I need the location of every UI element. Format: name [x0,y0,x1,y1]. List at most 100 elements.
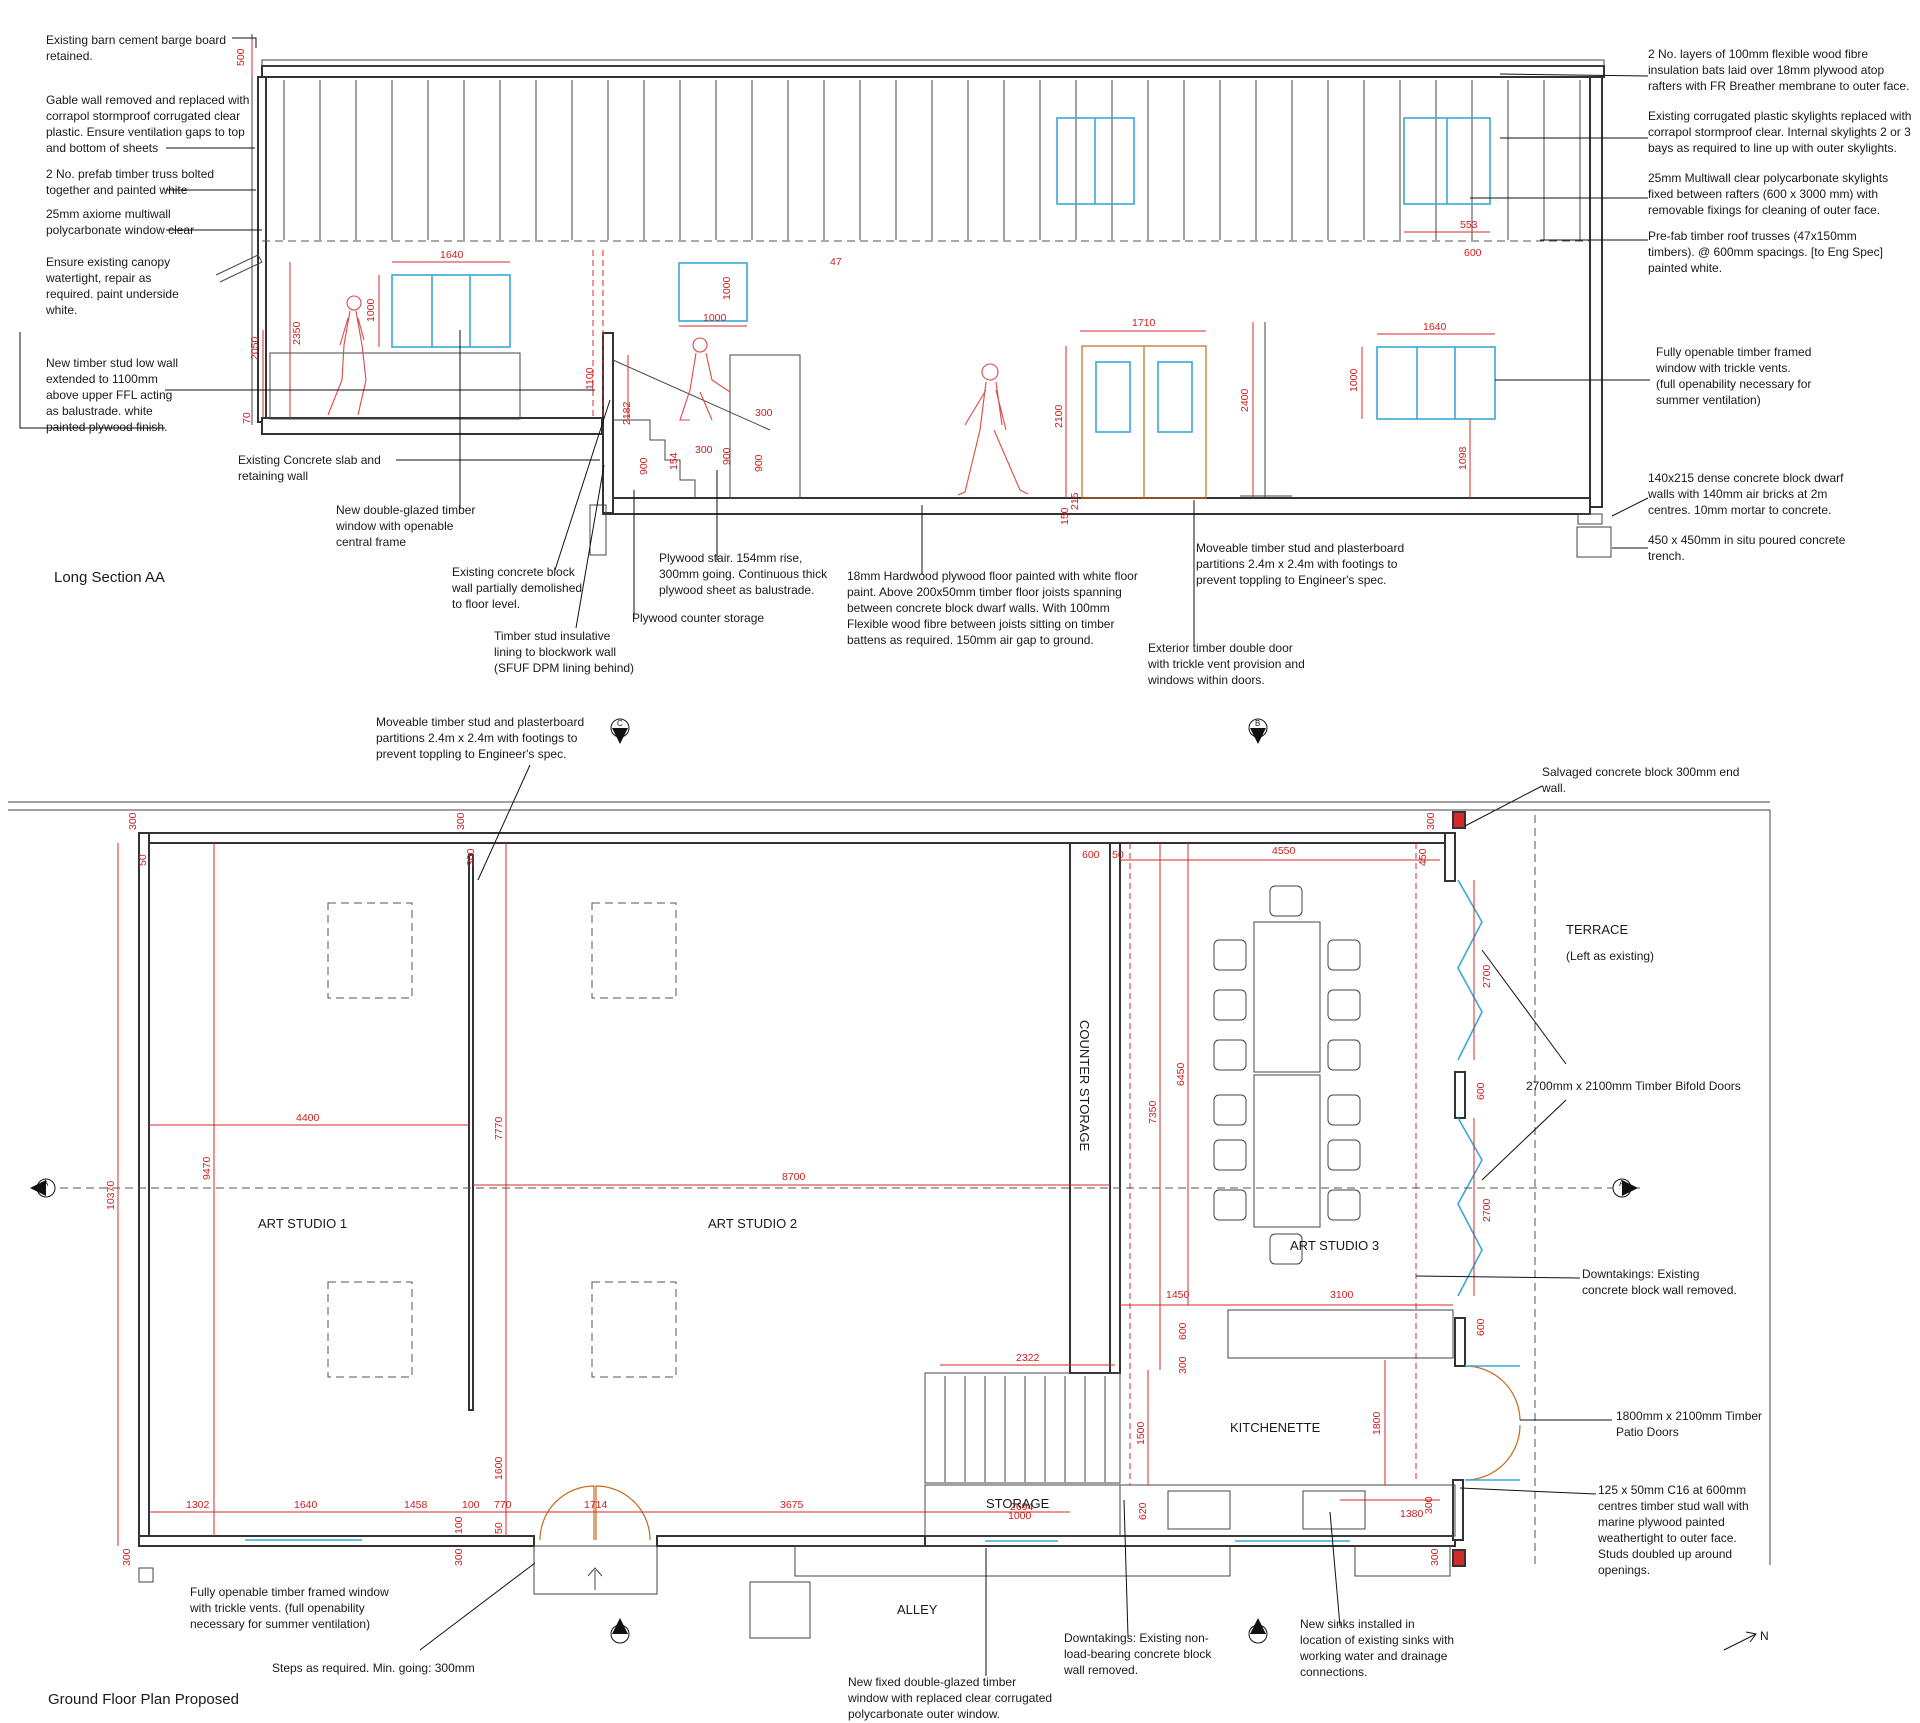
dim-label: 50 [137,854,149,866]
alley-wall [794,1545,1231,1577]
dim-label: 1450 [1166,1289,1190,1301]
section-marker-b-top: B [1248,718,1268,744]
kitchen-counter [1119,1484,1456,1537]
bifold-door-2 [1457,1117,1483,1297]
dining-table-1 [1253,921,1321,1073]
door-leaf-glass-right [1157,361,1193,433]
scale-figure-2 [679,337,731,421]
dim-label: 47 [830,256,842,268]
stair-plan [924,1372,1121,1484]
plan-geometry [8,801,1771,1639]
scale-figure-3 [957,363,1029,496]
dining-chair [1327,989,1361,1021]
entrance-door-leaf-1 [539,1485,595,1541]
dim-label: 6450 [1175,1062,1187,1086]
north-wall [138,832,1456,844]
dim-label: 2400 [1239,388,1251,412]
east-wall-mid-2 [1454,1317,1466,1367]
dim-label: 1302 [186,1499,210,1511]
dim-label: 1800 [1371,1411,1383,1435]
note-bifold-doors: 2700mm x 2100mm Timber Bifold Doors [1526,1079,1741,1093]
dining-chair [1213,1139,1247,1171]
dining-chair [1327,1189,1361,1221]
dining-chair [1327,1139,1361,1171]
column-south-west [138,1567,154,1583]
svg-text:C: C [617,1625,623,1634]
dim-label: 1710 [1132,317,1156,329]
entrance-steps [533,1545,658,1595]
roof-slab [261,65,1605,78]
east-wall-bottom [1452,1479,1464,1541]
dim-label: 1098 [1457,446,1469,470]
dim-label: 300 [127,812,139,830]
dim-label: 8700 [782,1171,806,1183]
dim-label: 1100 [584,367,596,390]
section-end-wall [1589,76,1603,508]
section-left-wall [257,76,267,423]
dim-label: 450 [1417,848,1429,866]
table-studio2-top [591,902,677,999]
dining-chair [1213,939,1247,971]
dim-label: 2050 [249,336,261,360]
upper-floor-slab [261,417,603,435]
dim-label: 300 [755,407,773,419]
retaining-wall [602,332,614,514]
dim-label: 2350 [291,321,303,345]
section-marker-c-bottom: C [610,1618,630,1644]
section-window-3 [1376,346,1496,420]
dim-label: 7350 [1147,1100,1159,1124]
dim-label: 900 [721,447,733,465]
sink-2 [1302,1490,1366,1530]
counter-storage-block [1069,842,1111,1374]
steps-arrow-head [587,1567,603,1577]
dim-label: 7770 [493,1116,505,1140]
dim-label: 600 [1475,1082,1487,1100]
dining-chair [1327,1039,1361,1071]
note-plywood-floor: 18mm Hardwood plywood floor painted with… [847,569,1138,647]
svg-text:B: B [1255,1625,1260,1634]
dim-label: 9470 [201,1156,213,1180]
dim-label: 300 [121,1548,133,1566]
existing-canopy [215,254,263,283]
patio-door-leaf-1 [1464,1365,1521,1421]
note-steps: Steps as required. Min. going: 300mm [272,1661,475,1675]
section-marker-a-east: A [1612,1178,1638,1198]
south-wall-1 [138,1535,535,1547]
dim-label: 10370 [105,1181,117,1210]
dwarf-wall [1577,513,1603,525]
scale-figure-1 [327,295,367,416]
plywood-stair [613,419,696,498]
table-studio1-bottom [327,1281,413,1378]
counter-storage-elevation [729,354,801,499]
retaining-footing [589,504,607,556]
dim-label: 1000 [365,298,377,322]
dim-label: 600 [1464,247,1482,259]
west-wall [138,832,150,1547]
section-title: Long Section AA [54,569,165,586]
plan-rooms: ART STUDIO 1 ART STUDIO 2 ART STUDIO 3 C… [258,922,1654,1617]
dim-label: 1640 [1423,321,1447,333]
dining-chair [1213,1189,1247,1221]
dim-label: 620 [1137,1502,1149,1520]
room-art-studio-2: ART STUDIO 2 [708,1216,797,1231]
dim-label: 300 [1177,1356,1189,1374]
dim-label: 1000 [1348,368,1360,392]
studio3-west-wall [1109,842,1121,1374]
svg-text:B: B [1255,719,1260,728]
